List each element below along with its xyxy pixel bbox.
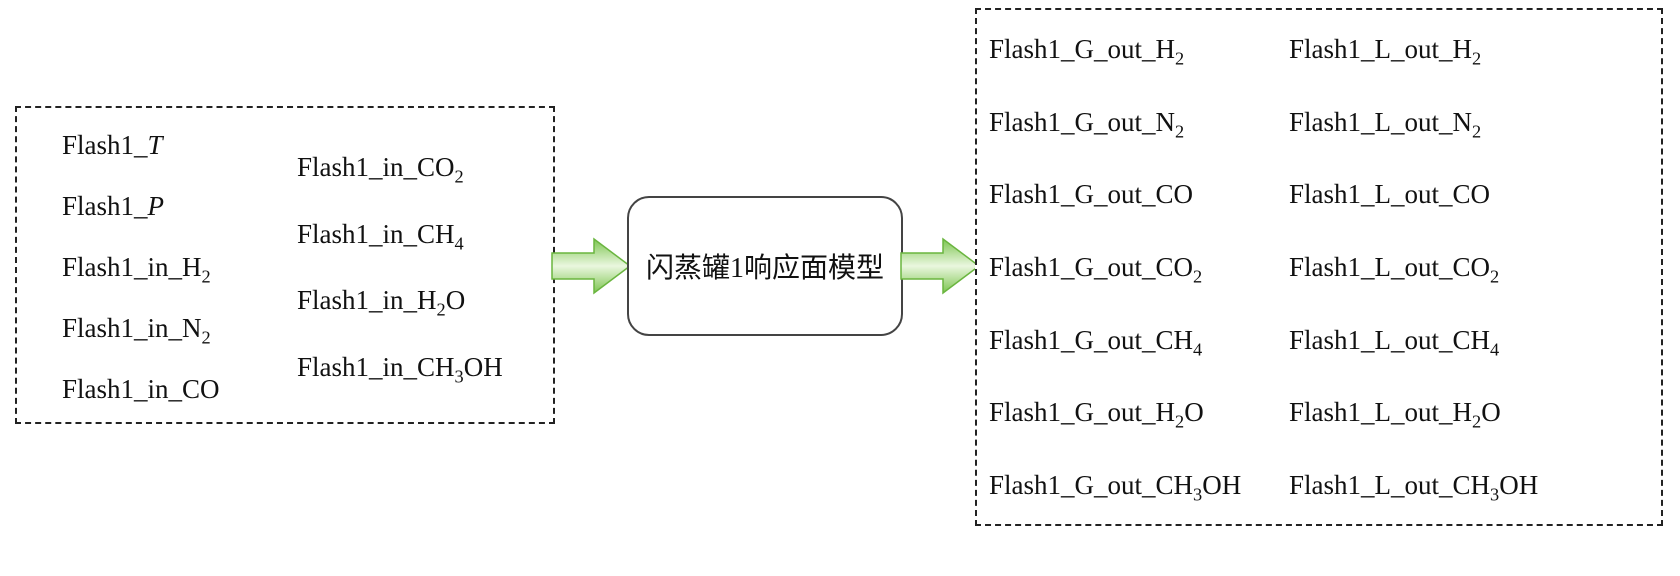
input-variable-label: Flash1_in_CO xyxy=(62,374,220,404)
response-surface-model-box: 闪蒸罐1响应面模型 xyxy=(627,196,903,336)
input-variable-label: Flash1_in_CH3OH xyxy=(297,351,503,387)
output-variable-label: Flash1_L_out_CO2 xyxy=(1289,251,1500,287)
input-variable-label: Flash1_in_H2 xyxy=(62,252,211,287)
output-variable-label: Flash1_G_out_H2 xyxy=(989,34,1185,69)
output-variable-label: Flash1_L_out_N2 xyxy=(1289,106,1482,142)
output-variable-label: Flash1_L_out_H2 xyxy=(1289,34,1482,69)
input-variable-label: Flash1_in_N2 xyxy=(62,313,211,348)
output-variable-label: Flash1_G_out_CO2 xyxy=(989,251,1203,287)
input-variable-label: Flash1_P xyxy=(62,191,165,221)
output-variable-label: Flash1_L_out_CH4 xyxy=(1289,324,1500,360)
flow-arrow-inputs-to-model xyxy=(551,237,632,295)
output-variable-label: Flash1_G_out_N2 xyxy=(989,106,1185,142)
flow-arrow-model-to-outputs xyxy=(900,237,981,295)
output-variable-label: Flash1_G_out_CH4 xyxy=(989,324,1203,360)
input-variable-label: Flash1_in_CO2 xyxy=(297,152,464,187)
output-variable-label: Flash1_L_out_CH3OH xyxy=(1289,469,1539,505)
output-variable-label: Flash1_L_out_H2O xyxy=(1289,397,1501,432)
input-variable-label: Flash1_in_CH4 xyxy=(297,218,464,254)
model-box-label: 闪蒸罐1响应面模型 xyxy=(645,253,884,284)
output-variable-label: Flash1_G_out_CH3OH xyxy=(989,469,1242,505)
arrow-shape xyxy=(900,237,981,295)
input-variable-label: Flash1_T xyxy=(62,130,163,160)
output-variable-label: Flash1_G_out_H2O xyxy=(989,397,1204,432)
arrow-shape xyxy=(551,237,632,295)
output-variable-label: Flash1_G_out_CO xyxy=(989,179,1194,210)
output-variable-label: Flash1_L_out_CO xyxy=(1289,179,1491,210)
input-variable-label: Flash1_in_H2O xyxy=(297,285,466,320)
